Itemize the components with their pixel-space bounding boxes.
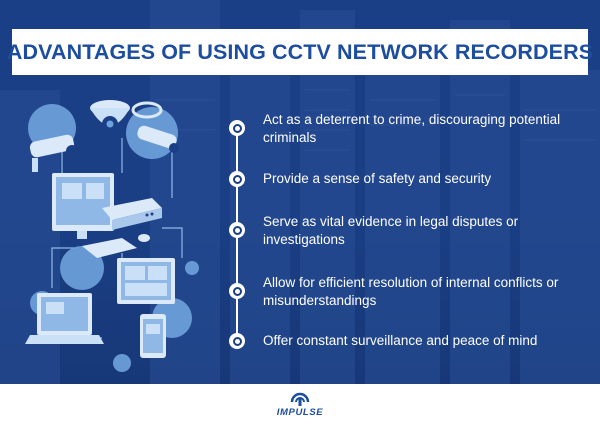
timeline-bullet xyxy=(229,171,245,187)
dome-camera-icon xyxy=(90,100,130,132)
timeline-bullet xyxy=(229,120,245,136)
footer-brand: IMPULSE xyxy=(0,384,600,424)
impulse-logo-icon xyxy=(290,392,310,406)
ceiling-camera-icon xyxy=(131,101,163,119)
keyboard-icon xyxy=(82,234,150,258)
brand-name: IMPULSE xyxy=(276,407,324,418)
bullet-camera-icon xyxy=(29,134,78,172)
cctv-devices-illustration xyxy=(25,100,199,372)
display-screen-icon xyxy=(117,258,175,304)
monitor-icon xyxy=(52,173,114,239)
city-skyline-background xyxy=(0,0,600,384)
network-recorder-icon xyxy=(102,198,162,230)
advantage-item: Serve as vital evidence in legal dispute… xyxy=(263,214,519,247)
advantage-item: Offer constant surveillance and peace of… xyxy=(263,333,538,348)
timeline-bullet xyxy=(229,222,245,238)
infographic-panel: ADVANTAGES OF USING CCTV NETWORK RECORDE… xyxy=(0,0,600,384)
timeline-bullet xyxy=(229,333,245,349)
timeline-bullet xyxy=(229,283,245,299)
page-title: ADVANTAGES OF USING CCTV NETWORK RECORDE… xyxy=(6,39,594,64)
laptop-icon xyxy=(25,293,104,344)
advantage-item: Act as a deterrent to crime, discouragin… xyxy=(263,112,561,145)
bullet-camera-icon xyxy=(137,125,179,153)
advantage-item: Provide a sense of safety and security xyxy=(263,171,492,186)
title-banner: ADVANTAGES OF USING CCTV NETWORK RECORDE… xyxy=(7,29,593,75)
smartphone-icon xyxy=(140,314,166,358)
advantage-item: Allow for efficient resolution of intern… xyxy=(263,275,559,308)
